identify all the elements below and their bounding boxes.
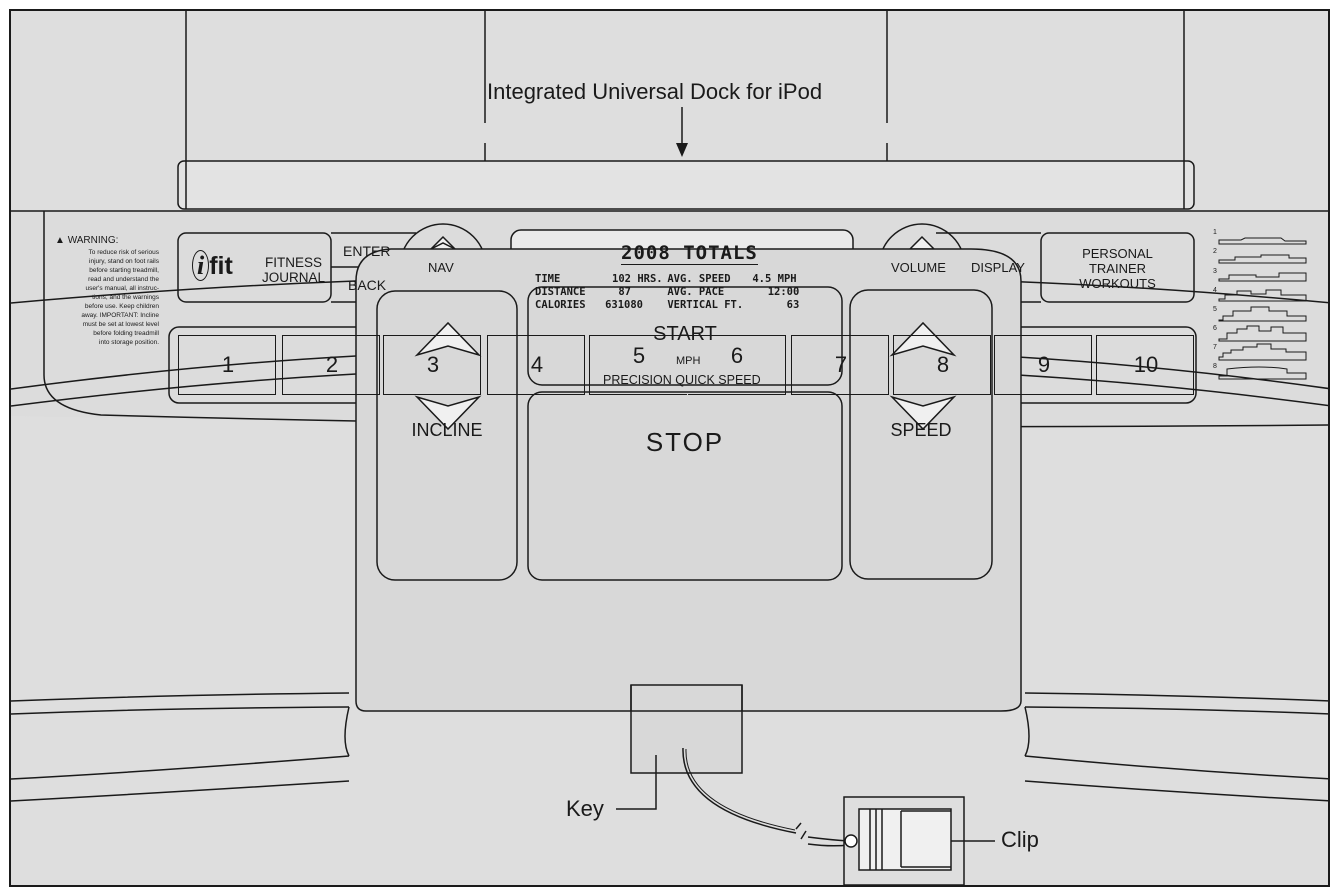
ifit-i-icon: i [192, 250, 210, 281]
speed-down-arrow-icon[interactable] [891, 395, 955, 431]
diagram-frame: Integrated Universal Dock for iPod Key C… [9, 9, 1330, 887]
display-button[interactable]: DISPLAY [965, 233, 1041, 302]
clip-callout-label: Clip [1001, 827, 1039, 852]
key-leader [616, 755, 657, 810]
speed-label: SPEED [890, 420, 952, 440]
control-pod [355, 248, 1022, 712]
speed-key-label: 3 [426, 352, 440, 377]
workout-number: 2 [1213, 248, 1217, 255]
start-key-outline [527, 286, 843, 386]
volume-label: VOLUME [891, 260, 946, 275]
stop-label: STOP [645, 427, 725, 457]
key-cord-2 [685, 748, 796, 831]
stop-button[interactable]: STOP [528, 392, 842, 580]
dock-callout-label: Integrated Universal Dock for iPod [487, 79, 823, 104]
speed-key-label: 10 [1133, 352, 1159, 377]
back-label: BACK [348, 277, 387, 293]
incline-control[interactable]: INCLINE [377, 291, 517, 580]
start-button[interactable]: START [528, 287, 842, 385]
nav-label: NAV [428, 260, 454, 275]
personal-trainer-key-outline [1040, 232, 1195, 303]
back-button[interactable]: BACK [331, 267, 403, 302]
workout-number: 3 [1213, 268, 1217, 275]
left-handrail [11, 280, 357, 407]
ipod-dock [177, 11, 1195, 210]
start-label: START [653, 323, 717, 345]
precision-quick-speed-label: PRECISION QUICK SPEED [603, 373, 761, 387]
enter-label: ENTER [343, 243, 391, 259]
speed-up-arrow-icon[interactable] [891, 321, 955, 357]
speed-key-label: 1 [221, 352, 235, 377]
key-cord [682, 747, 797, 834]
warning-triangle-icon: ▲ [55, 235, 65, 246]
speed-key-1[interactable]: 1 [178, 335, 276, 395]
speed-key-7[interactable]: 7 [791, 335, 889, 395]
right-handrail [1000, 280, 1328, 407]
speed-key-label: 8 [936, 352, 950, 377]
workout-profiles [1218, 237, 1307, 380]
speed-control[interactable]: SPEED [850, 290, 992, 579]
nav-up-arrow-icon[interactable] [430, 236, 456, 250]
display-title: 2008 TOTALS [621, 242, 758, 265]
dock-arrow-head [676, 143, 688, 157]
nav-pad[interactable]: NAV [400, 224, 486, 310]
speed-key-label: 4 [530, 352, 544, 377]
incline-down-arrow-icon[interactable] [416, 395, 480, 431]
nav-left-arrow-icon[interactable] [411, 254, 425, 280]
display-label: DISPLAY [971, 260, 1025, 275]
workout-number: 1 [1213, 229, 1217, 236]
speed-key-5[interactable]: 5 [589, 335, 687, 395]
speed-key-10[interactable]: 10 [1096, 335, 1194, 395]
speed-key-2[interactable]: 2 [282, 335, 380, 395]
speed-key-outline [849, 289, 993, 580]
speed-key-label: 5 [632, 343, 646, 368]
safety-key[interactable] [631, 685, 742, 773]
speed-key-label: 7 [834, 352, 848, 377]
speed-key-label: 2 [325, 352, 339, 377]
speed-key-8[interactable]: 8 [893, 335, 991, 395]
key-callout-label: Key [566, 796, 604, 821]
workout-number: 5 [1213, 306, 1217, 313]
incline-key-outline [376, 290, 518, 581]
speed-key-4[interactable]: 4 [487, 335, 585, 395]
workout-number: 7 [1213, 344, 1217, 351]
nav-right-arrow-icon[interactable] [463, 254, 477, 280]
speed-key-label: 6 [730, 343, 744, 368]
enter-button[interactable]: ENTER [331, 233, 403, 267]
volume-control[interactable]: VOLUME [879, 224, 965, 310]
warning-title: ▲ WARNING: [55, 235, 119, 246]
speed-key-9[interactable]: 9 [994, 335, 1092, 395]
workout-number: 4 [1213, 287, 1217, 294]
console-line-art [11, 11, 1328, 885]
speed-key-3[interactable]: 3 [383, 335, 481, 395]
incline-label: INCLINE [411, 420, 483, 440]
volume-up-arrow-icon[interactable] [909, 236, 935, 250]
stop-key-outline [527, 391, 843, 581]
mph-label: MPH [676, 355, 701, 367]
speed-key-label: 9 [1037, 352, 1051, 377]
workout-number: 6 [1213, 325, 1217, 332]
workout-number: 8 [1213, 363, 1217, 370]
speed-key-6[interactable]: 6 [688, 335, 786, 395]
incline-up-arrow-icon[interactable] [416, 321, 480, 357]
safety-clip-handle[interactable] [844, 797, 964, 885]
